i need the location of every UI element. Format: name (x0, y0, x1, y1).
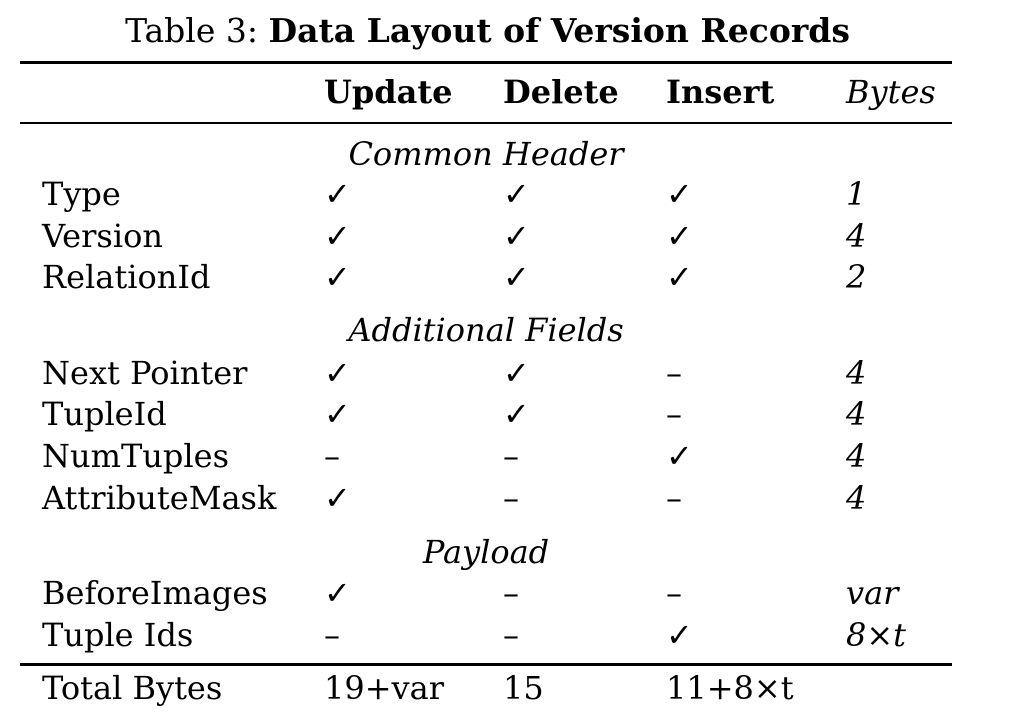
row-field: Version (42, 217, 163, 255)
cell-update: ✓ (324, 258, 351, 296)
total-rule (20, 663, 952, 666)
row-field: NumTuples (42, 437, 229, 475)
cell-update: ✓ (324, 175, 351, 213)
cell-update: – (324, 437, 340, 475)
cell-bytes: 4 (846, 437, 867, 475)
row-field: Tuple Ids (42, 616, 194, 654)
cell-update: ✓ (324, 479, 351, 517)
caption-title: Data Layout of Version Records (268, 11, 850, 50)
cell-update: – (324, 616, 340, 654)
row-field: AttributeMask (42, 479, 277, 517)
cell-insert: – (666, 479, 682, 517)
row-field: RelationId (42, 258, 211, 296)
cell-delete: ✓ (503, 258, 530, 296)
cell-delete: – (503, 479, 519, 517)
cell-insert: ✓ (666, 175, 693, 213)
table-caption: Table 3: Data Layout of Version Records (0, 14, 975, 47)
cell-delete: ✓ (503, 217, 530, 255)
cell-insert: – (666, 395, 682, 433)
row-field: TupleId (42, 395, 167, 433)
cell-bytes: 2 (846, 258, 867, 296)
top-rule (20, 61, 952, 64)
row-field: Type (42, 175, 121, 213)
cell-update: ✓ (324, 217, 351, 255)
cell-insert: ✓ (666, 437, 693, 475)
cell-insert: – (666, 574, 682, 612)
cell-bytes: 4 (846, 354, 867, 392)
section-title-payload: Payload (422, 533, 550, 571)
section-title-additional-fields: Additional Fields (348, 311, 624, 349)
col-header-delete: Delete (503, 73, 619, 111)
cell-delete: ✓ (503, 354, 530, 392)
col-header-bytes: Bytes (846, 73, 936, 111)
cell-insert: ✓ (666, 258, 693, 296)
caption-prefix: Table 3: (125, 11, 258, 50)
cell-insert: – (666, 354, 682, 392)
cell-bytes: var (846, 574, 899, 612)
cell-delete: ✓ (503, 175, 530, 213)
cell-update: ✓ (324, 395, 351, 433)
cell-bytes: 4 (846, 479, 867, 517)
row-field: BeforeImages (42, 574, 268, 612)
total-delete: 15 (503, 669, 544, 707)
cell-delete: – (503, 437, 519, 475)
cell-update: ✓ (324, 354, 351, 392)
cell-insert: ✓ (666, 217, 693, 255)
cell-bytes: 4 (846, 395, 867, 433)
col-header-update: Update (324, 73, 453, 111)
cell-delete: – (503, 616, 519, 654)
cell-bytes: 8×t (846, 616, 907, 654)
cell-bytes: 4 (846, 217, 867, 255)
cell-update: ✓ (324, 574, 351, 612)
cell-delete: ✓ (503, 395, 530, 433)
section-title-common-header: Common Header (348, 135, 624, 173)
row-field: Next Pointer (42, 354, 248, 392)
header-rule (20, 122, 952, 124)
total-update: 19+var (324, 669, 444, 707)
cell-bytes: 1 (846, 175, 867, 213)
total-label: Total Bytes (42, 669, 223, 707)
total-insert: 11+8×t (666, 669, 794, 707)
col-header-insert: Insert (666, 73, 775, 111)
cell-delete: – (503, 574, 519, 612)
cell-insert: ✓ (666, 616, 693, 654)
